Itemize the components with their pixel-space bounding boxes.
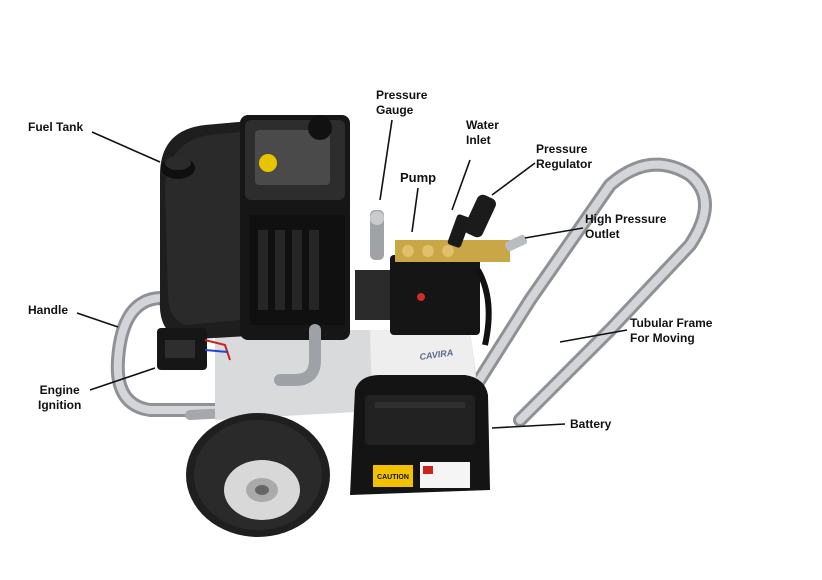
- battery-box: CAUTION: [350, 375, 490, 495]
- pump: [355, 240, 510, 335]
- label-handle: Handle: [28, 303, 69, 317]
- leader-tubular-frame: [559, 329, 628, 343]
- wheel: [186, 413, 330, 537]
- leader-battery: [491, 423, 566, 429]
- pressure-regulator: [464, 194, 496, 238]
- leader-pump: [411, 187, 419, 233]
- leader-pressure-regulator: [491, 162, 536, 196]
- leader-engine-ignition: [89, 367, 156, 391]
- engine: [159, 115, 350, 340]
- label-battery: Battery: [570, 417, 612, 431]
- label-fuel-tank: Fuel Tank: [28, 120, 84, 134]
- engine-ignition-box: [157, 328, 231, 370]
- leader-lines: [76, 119, 628, 429]
- leader-water-inlet: [451, 159, 471, 211]
- brand-decal: CAVIRA: [419, 347, 454, 362]
- leader-handle: [76, 312, 119, 328]
- caution-decal: CAUTION: [377, 474, 409, 481]
- exhaust-pipe: [274, 324, 321, 386]
- label-tubular-frame: Tubular Frame For Moving: [630, 316, 713, 345]
- leader-high-pressure-outlet: [524, 227, 584, 239]
- high-pressure-outlet-fitting: [504, 234, 528, 252]
- leader-pressure-gauge: [379, 119, 393, 201]
- label-pump: Pump: [400, 170, 437, 185]
- water-inlet-fitting: [447, 214, 471, 248]
- pressure-gauge: [370, 210, 384, 260]
- label-engine-ignition: Engine Ignition: [38, 383, 82, 412]
- label-pressure-regulator: Pressure Regulator: [536, 142, 593, 171]
- hose: [475, 268, 492, 346]
- label-pressure-gauge: Pressure Gauge: [376, 88, 428, 117]
- leader-fuel-tank: [91, 131, 161, 163]
- label-water-inlet: Water Inlet: [466, 118, 499, 147]
- label-high-pressure-outlet: High Pressure Outlet: [585, 212, 667, 241]
